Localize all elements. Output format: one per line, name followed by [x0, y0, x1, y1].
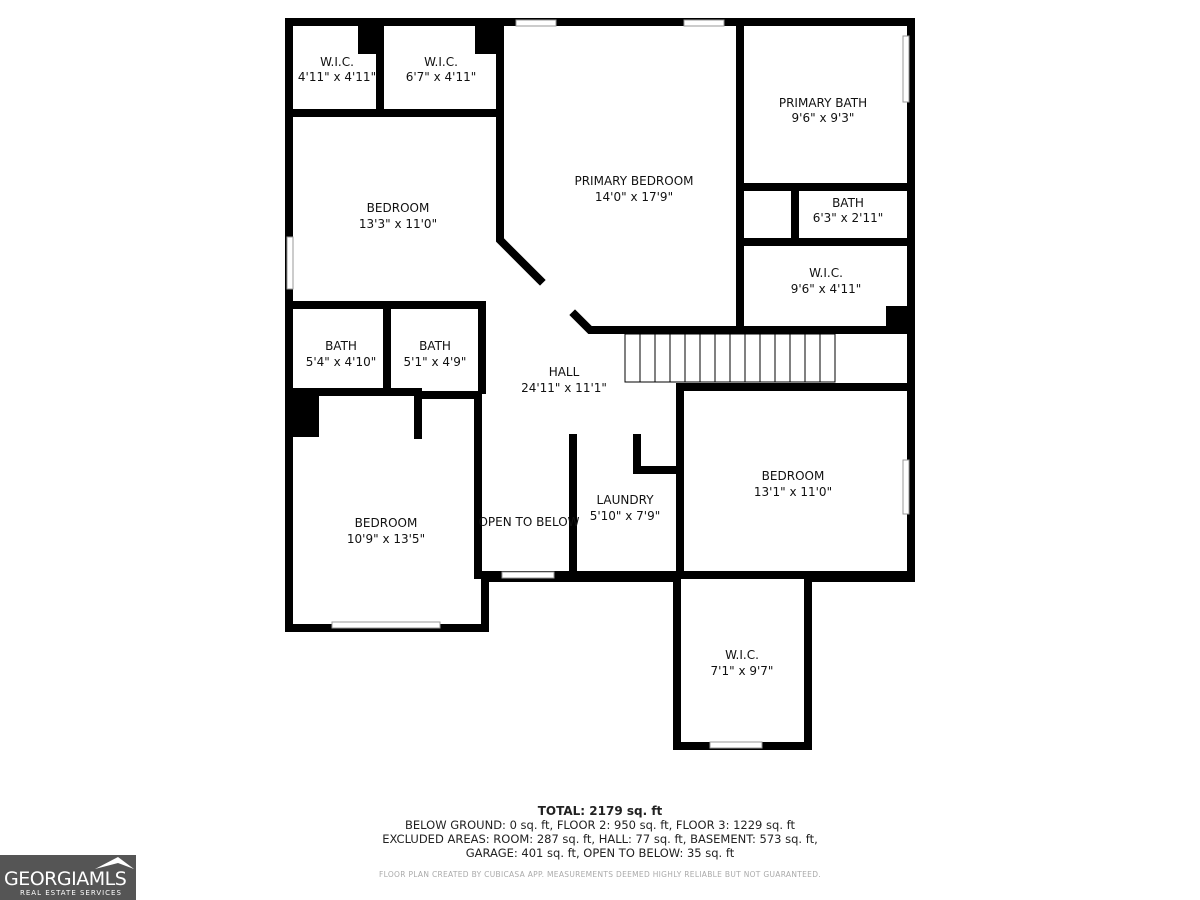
room-dims: 5'10" x 7'9": [590, 509, 661, 523]
logo-subtext: REAL ESTATE SERVICES: [20, 889, 122, 897]
total-area: TOTAL: 2179 sq. ft: [537, 804, 663, 818]
area-breakdown: BELOW GROUND: 0 sq. ft, FLOOR 2: 950 sq.…: [404, 818, 795, 832]
room-dims: 6'7" x 4'11": [406, 70, 477, 84]
room-name: PRIMARY BATH: [779, 96, 867, 110]
room-name: W.I.C.: [424, 55, 458, 69]
room-name: BATH: [832, 196, 864, 210]
room-name: BATH: [419, 339, 451, 353]
room-dims: 5'4" x 4'10": [306, 355, 377, 369]
georgia-mls-logo: GEORGIAMLS REAL ESTATE SERVICES: [0, 855, 136, 900]
room-dims: 6'3" x 2'11": [813, 211, 884, 225]
excluded-areas: EXCLUDED AREAS: ROOM: 287 sq. ft, HALL: …: [382, 832, 818, 846]
disclaimer: FLOOR PLAN CREATED BY CUBICASA APP. MEAS…: [379, 870, 821, 879]
room-name: PRIMARY BEDROOM: [574, 174, 693, 188]
excluded-areas-cont: GARAGE: 401 sq. ft, OPEN TO BELOW: 35 sq…: [465, 846, 735, 860]
room-dims: 9'6" x 4'11": [791, 282, 862, 296]
room-dims: 24'11" x 11'1": [521, 381, 607, 395]
room-name: W.I.C.: [809, 266, 843, 280]
room-name: W.I.C.: [725, 648, 759, 662]
room-dims: 13'3" x 11'0": [359, 217, 437, 231]
room-dims: 5'1" x 4'9": [404, 355, 467, 369]
room-dims: 7'1" x 9'7": [711, 664, 774, 678]
room-dims: 14'0" x 17'9": [595, 190, 673, 204]
room-name: W.I.C.: [320, 55, 354, 69]
room-name: BEDROOM: [355, 516, 418, 530]
room-dims: 10'9" x 13'5": [347, 532, 425, 546]
stairs: [624, 333, 836, 383]
room-dims: 9'6" x 9'3": [792, 111, 855, 125]
room-dims: 4'11" x 4'11": [298, 70, 376, 84]
room-dims: 13'1" x 11'0": [754, 485, 832, 499]
room-name: BEDROOM: [367, 201, 430, 215]
room-name: BATH: [325, 339, 357, 353]
logo-text: GEORGIAMLS: [4, 868, 127, 890]
room-name: OPEN TO BELOW: [478, 515, 579, 529]
room-name: HALL: [549, 365, 580, 379]
room-name: LAUNDRY: [596, 493, 654, 507]
room-labels: W.I.C.4'11" x 4'11" W.I.C.6'7" x 4'11" P…: [298, 55, 883, 678]
room-name: BEDROOM: [762, 469, 825, 483]
